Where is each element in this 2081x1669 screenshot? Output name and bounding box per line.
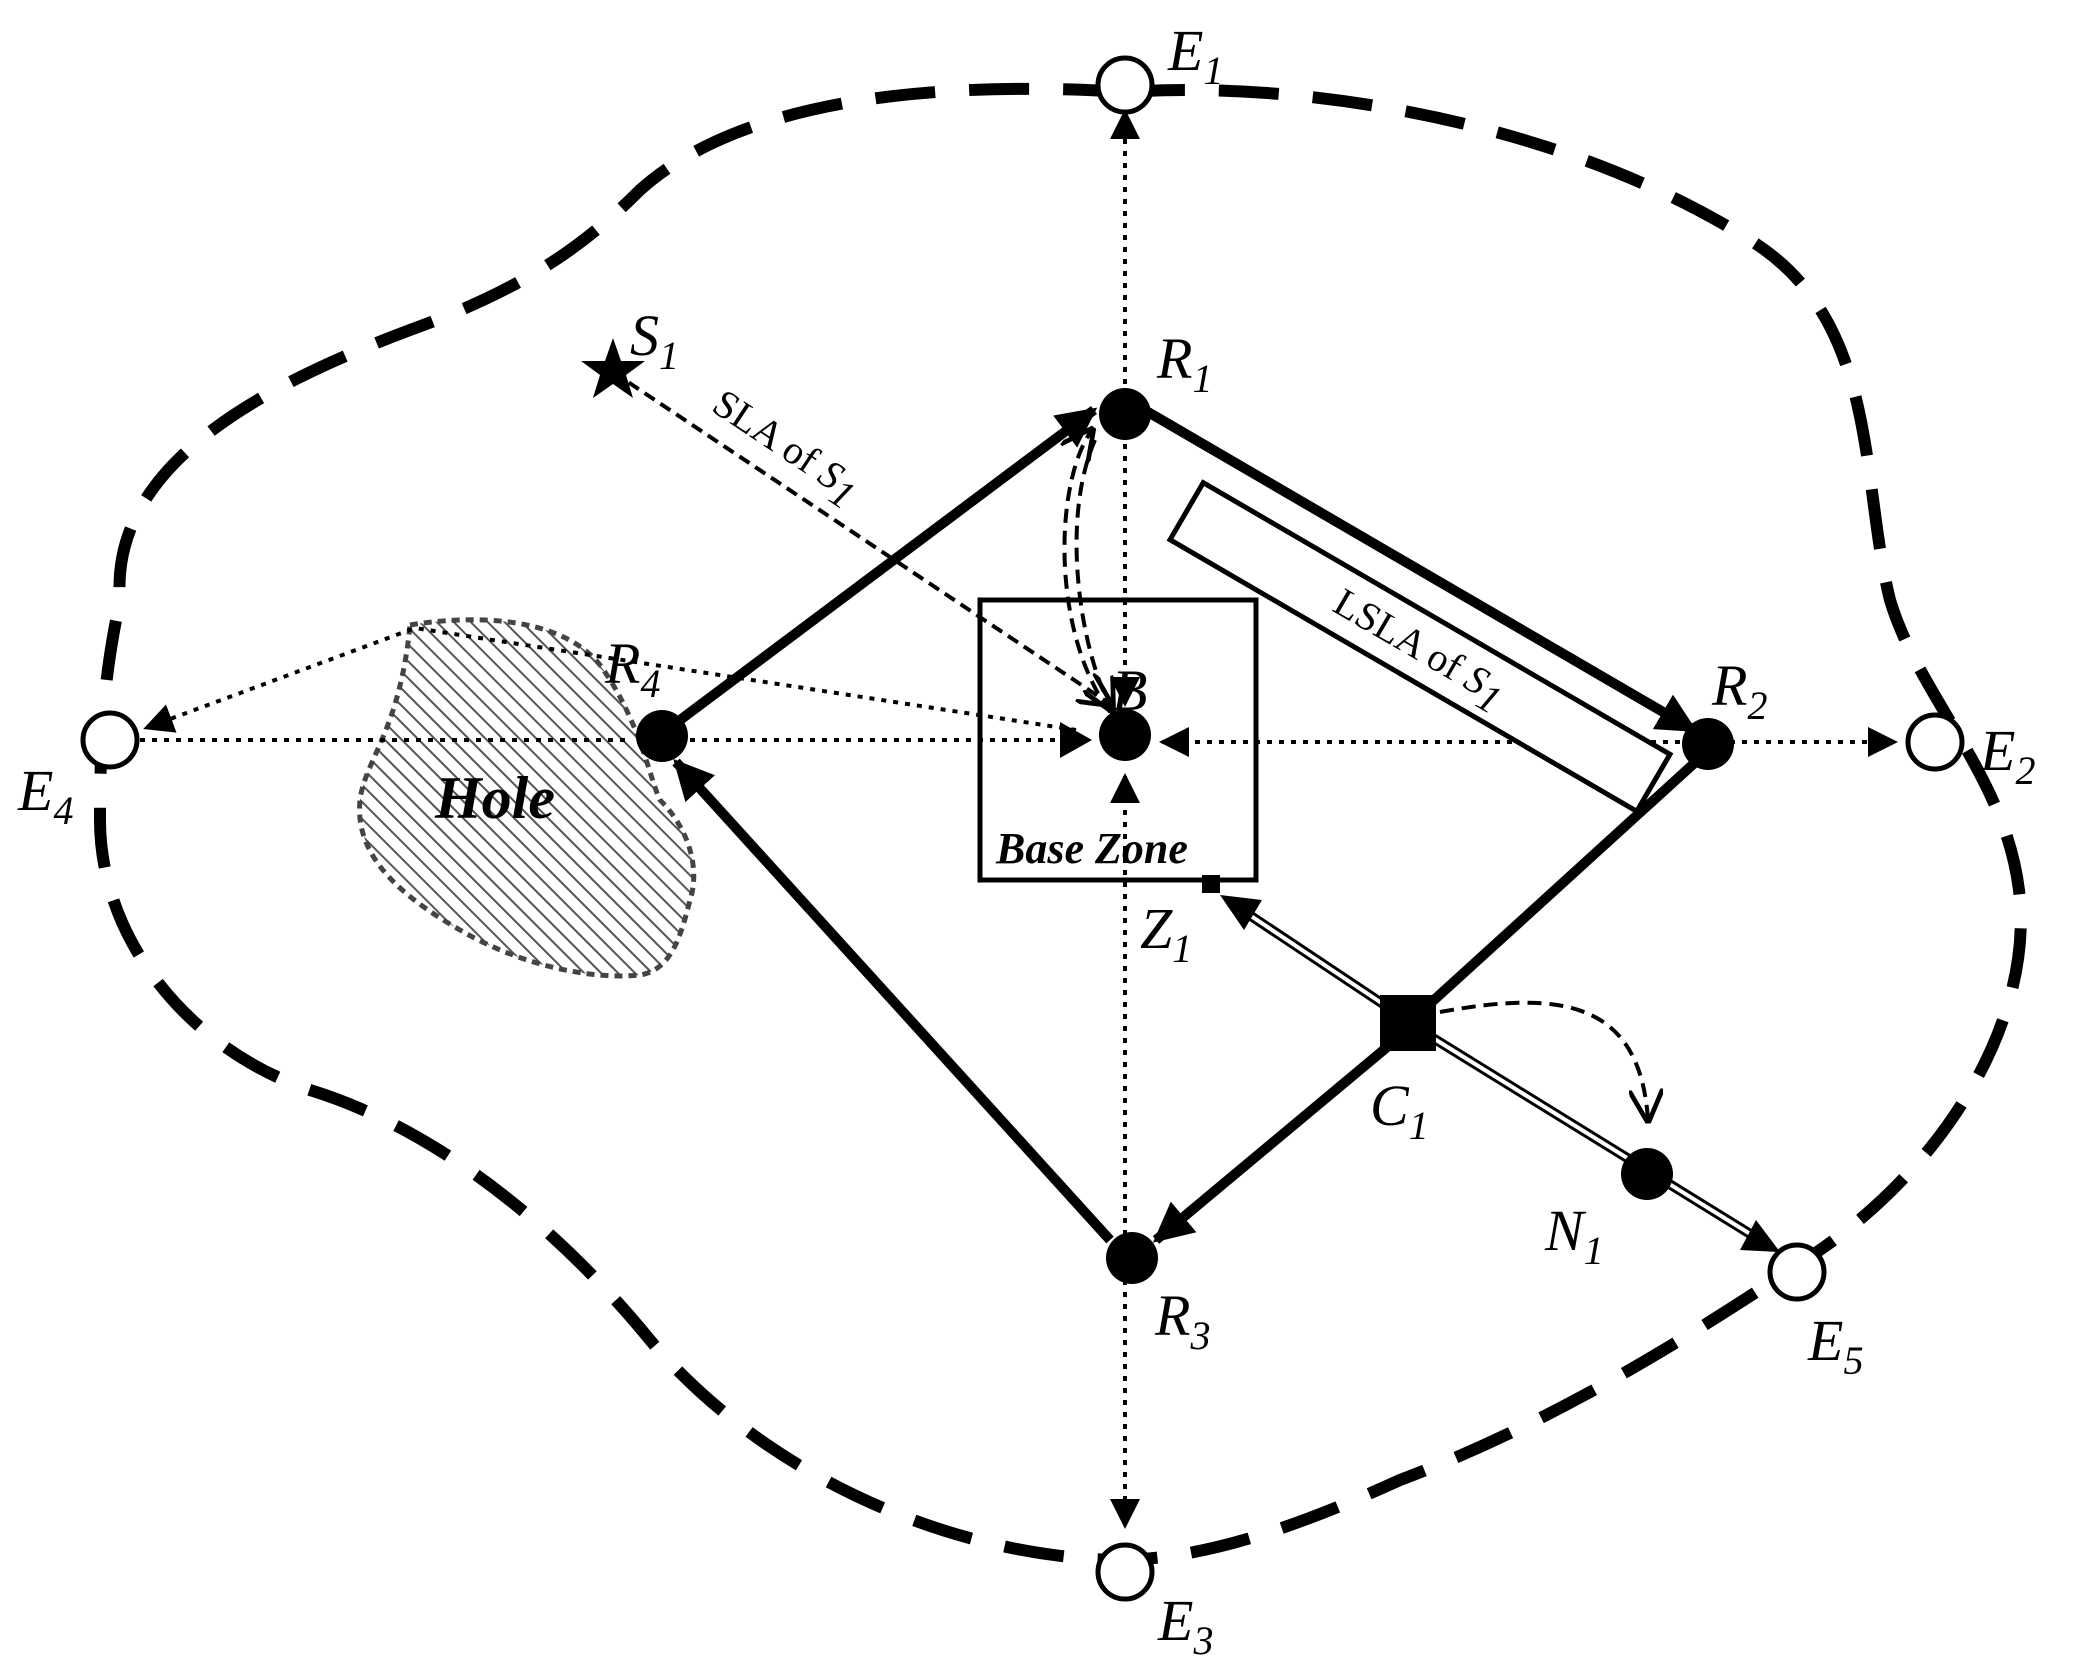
node-e2	[1905, 712, 1965, 772]
label-e4: E4	[17, 758, 73, 833]
path-r2-c1	[1408, 754, 1704, 1024]
arrowhead-to-z1	[1220, 895, 1262, 930]
arrowhead-b-left	[1060, 722, 1092, 758]
node-z1	[1202, 875, 1220, 893]
label-r4: R4	[604, 631, 660, 706]
double-lines	[1227, 897, 1763, 1245]
network-boundary	[93, 82, 2027, 1567]
label-r1: R1	[1156, 326, 1212, 401]
path-r4-r1	[657, 405, 1098, 740]
hole-label: Hole	[434, 765, 555, 831]
lsla-box: LSLA of S1	[1166, 479, 1674, 815]
label-e3: E3	[1157, 1588, 1213, 1663]
hole-region	[357, 617, 697, 979]
node-e4	[80, 710, 140, 770]
label-n1: N1	[1544, 1198, 1604, 1273]
label-z1: Z1	[1140, 896, 1192, 971]
node-r4	[636, 710, 688, 762]
node-s1	[581, 338, 645, 398]
label-r2: R2	[1711, 653, 1767, 728]
curve-b-r1	[1064, 430, 1112, 714]
node-r2	[1682, 718, 1734, 770]
node-r1	[1099, 388, 1151, 440]
ring-paths	[657, 405, 1704, 1244]
node-r3	[1106, 1232, 1158, 1284]
node-e5	[1767, 1242, 1827, 1302]
node-n1	[1621, 1148, 1673, 1200]
curve-r1-b	[1074, 439, 1112, 710]
node-e1	[1095, 55, 1155, 115]
label-e5: E5	[1807, 1308, 1863, 1383]
node-b	[1099, 709, 1151, 761]
path-c1-r3	[1152, 1034, 1402, 1244]
label-e2: E2	[1979, 718, 2035, 793]
sla-line	[611, 370, 1110, 704]
label-s1: S1	[630, 303, 679, 378]
base-zone-label: Base Zone	[995, 824, 1188, 873]
label-e1: E1	[1167, 18, 1223, 93]
node-e3	[1095, 1542, 1155, 1602]
label-c1: C1	[1370, 1073, 1429, 1148]
nodes	[80, 55, 1965, 1602]
path-r1-r2	[1145, 407, 1698, 735]
label-r3: R3	[1154, 1283, 1210, 1358]
label-b: B	[1112, 658, 1147, 723]
path-r3-r4	[672, 758, 1114, 1244]
sla-label: SLA of	[705, 380, 835, 488]
curve-c1-n1	[1439, 1000, 1648, 1120]
arrowhead-to-e5	[1740, 1220, 1780, 1252]
node-c1	[1380, 995, 1436, 1051]
